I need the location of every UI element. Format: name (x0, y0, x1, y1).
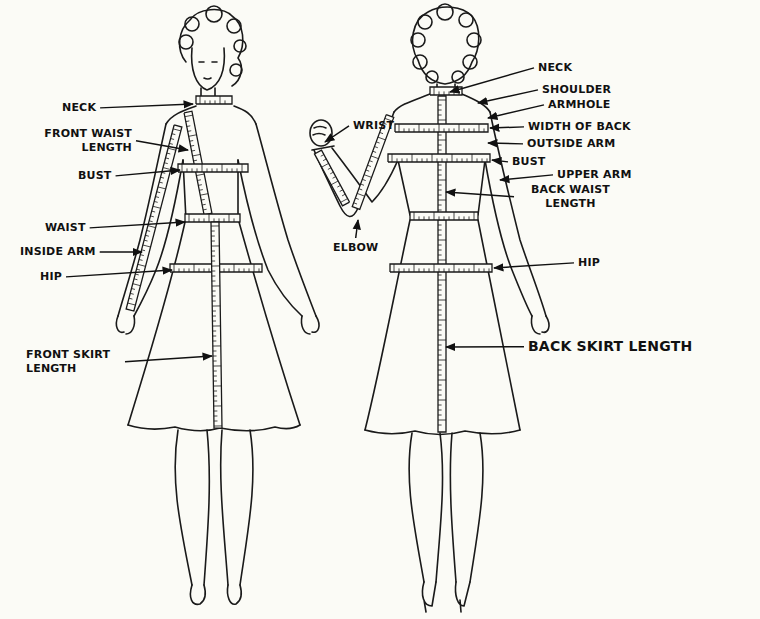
leader-arrow (446, 346, 524, 348)
tape-measure (410, 212, 478, 220)
measurement-label: FRONT SKIRT LENGTH (26, 348, 121, 376)
leader-arrow (325, 126, 349, 142)
leader-arrow (100, 104, 193, 108)
measurement-label: WRIST (353, 119, 394, 133)
leader-arrow (494, 263, 574, 268)
leader-lines (66, 68, 574, 362)
leader-arrow (136, 141, 188, 150)
measurement-label: SHOULDER (542, 83, 611, 97)
leader-arrow (125, 356, 212, 362)
tape-measure (395, 124, 488, 132)
tape-measure (352, 115, 394, 210)
leader-arrow (100, 251, 142, 253)
tape-measure (185, 214, 240, 222)
leader-arrow (446, 192, 514, 197)
tape-measure (184, 111, 212, 215)
leader-arrow (66, 270, 172, 277)
measurement-label: BUST (512, 155, 546, 169)
measurement-label: HIP (40, 270, 62, 284)
tape-measure (390, 264, 492, 272)
leader-arrow (356, 220, 358, 238)
leader-arrow (490, 127, 524, 128)
measurement-label: UPPER ARM (557, 168, 632, 182)
leader-arrow (90, 222, 185, 228)
measurement-label: WIDTH OF BACK (528, 120, 631, 134)
measurement-label: ARMHOLE (548, 98, 610, 112)
back-figure (310, 4, 549, 612)
tape-measure (430, 87, 462, 95)
measurement-label: INSIDE ARM (20, 245, 96, 259)
leader-arrow (478, 90, 538, 103)
leader-arrow (492, 160, 508, 162)
measurement-label: BUST (78, 169, 112, 183)
leader-arrow (450, 68, 534, 92)
measurement-label: HIP (578, 256, 600, 270)
leader-arrow (116, 170, 180, 176)
tape-measure (178, 164, 248, 172)
leader-arrow (488, 105, 544, 118)
measurement-label: BACK SKIRT LENGTH (528, 338, 692, 356)
tape-measure (211, 222, 222, 428)
tape-measure (388, 154, 490, 162)
measurement-label: WAIST (45, 221, 86, 235)
leader-arrow (488, 142, 523, 144)
measurement-label: NECK (62, 101, 96, 115)
measurement-label: FRONT WAIST LENGTH (20, 127, 132, 155)
leader-arrow (500, 175, 553, 180)
measurement-label: BACK WAIST LENGTH (518, 183, 623, 211)
tape-measure (126, 125, 182, 311)
tape-measure (314, 150, 349, 206)
tape-measure (196, 96, 232, 104)
measurement-label: OUTSIDE ARM (527, 137, 615, 151)
front-figure (116, 6, 319, 604)
tape-measures (126, 87, 492, 432)
measurement-label: NECK (538, 61, 572, 75)
measurement-label: ELBOW (333, 241, 378, 255)
